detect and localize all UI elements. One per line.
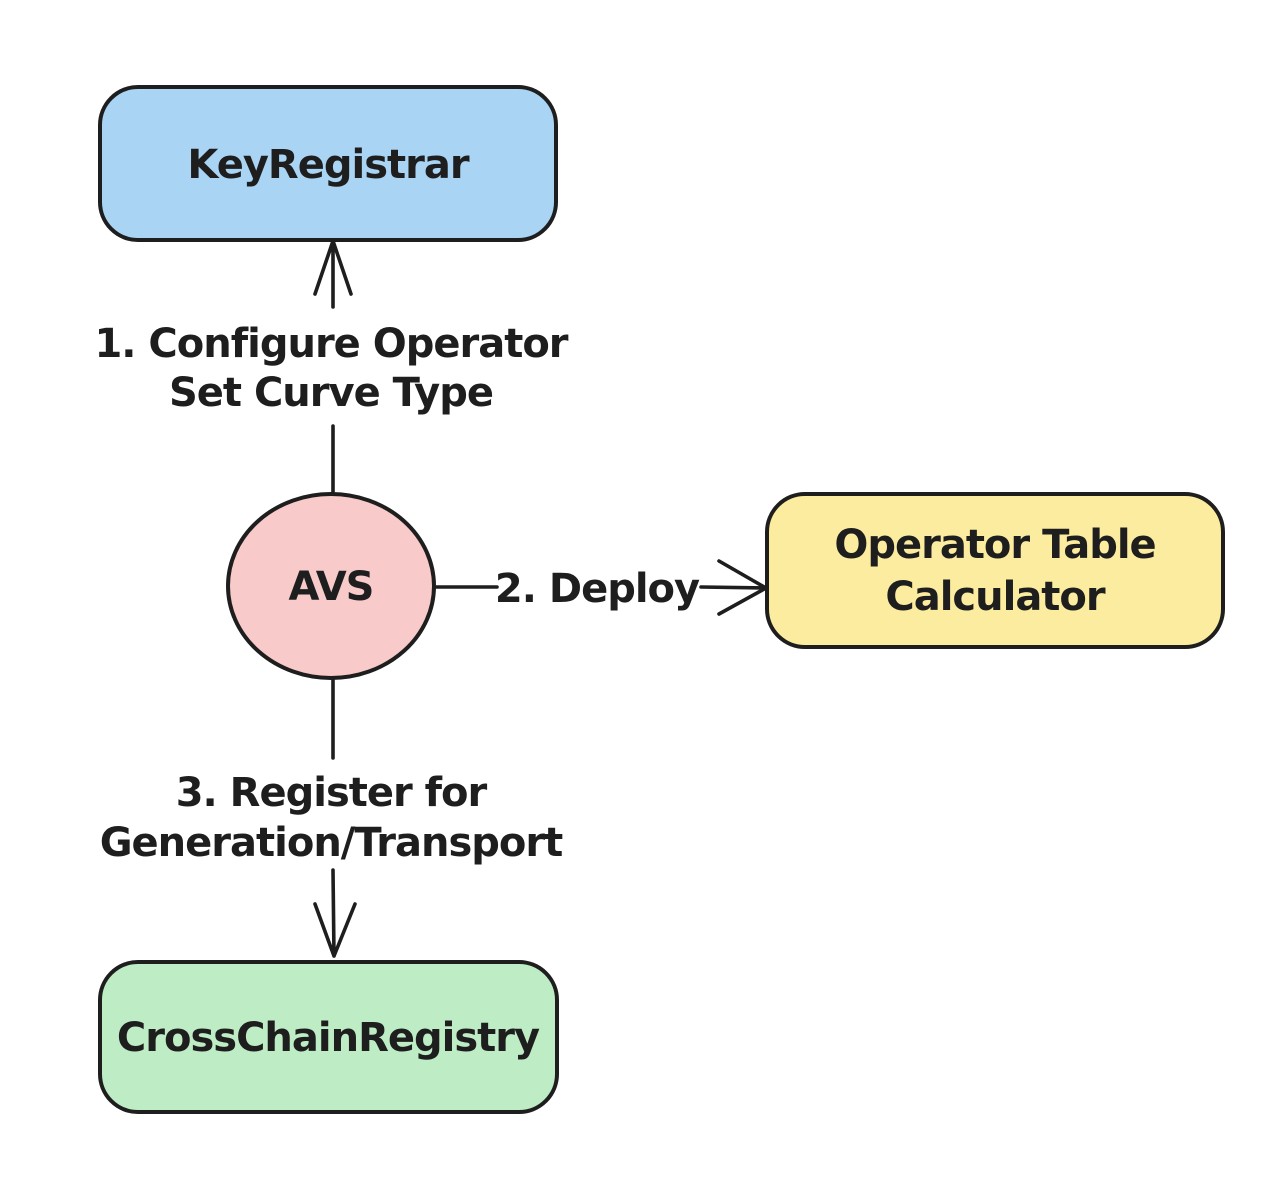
edge-configure-line — [313, 239, 353, 496]
cross-chain-registry-label: CrossChainRegistry — [117, 1015, 540, 1061]
key-registrar-label: KeyRegistrar — [187, 142, 469, 188]
operator-table-calculator-label-line2: Calculator — [885, 574, 1106, 620]
node-operator-table-calculator: Operator Table Calculator — [765, 492, 1225, 649]
edge-configure-operator-set-curve-type: 1. Configure Operator Set Curve Type — [94, 239, 570, 496]
edge-register-label-line2: Generation/Transport — [100, 820, 563, 866]
edge-register-line — [313, 677, 357, 958]
node-avs: AVS — [226, 492, 436, 680]
avs-circle — [226, 492, 436, 680]
key-registrar-box — [98, 85, 558, 242]
cross-chain-registry-box — [98, 960, 559, 1114]
edge-configure-label-line1: 1. Configure Operator — [94, 321, 568, 367]
node-cross-chain-registry: CrossChainRegistry — [98, 960, 559, 1114]
edge-register-label-line1: 3. Register for — [176, 770, 488, 816]
edge-deploy: 2. Deploy — [432, 559, 768, 616]
edge-configure-label-line2: Set Curve Type — [169, 370, 493, 416]
operator-table-calculator-box — [765, 492, 1225, 649]
edge-register-generation-transport: 3. Register for Generation/Transport — [100, 677, 564, 958]
avs-label: AVS — [288, 564, 373, 610]
node-key-registrar: KeyRegistrar — [98, 85, 558, 242]
edge-deploy-line — [432, 559, 768, 616]
diagram-root: 1. Configure Operator Set Curve Type 2. … — [94, 85, 1225, 1114]
operator-table-calculator-label-line1: Operator Table — [834, 522, 1155, 568]
edge-deploy-label: 2. Deploy — [495, 566, 700, 612]
